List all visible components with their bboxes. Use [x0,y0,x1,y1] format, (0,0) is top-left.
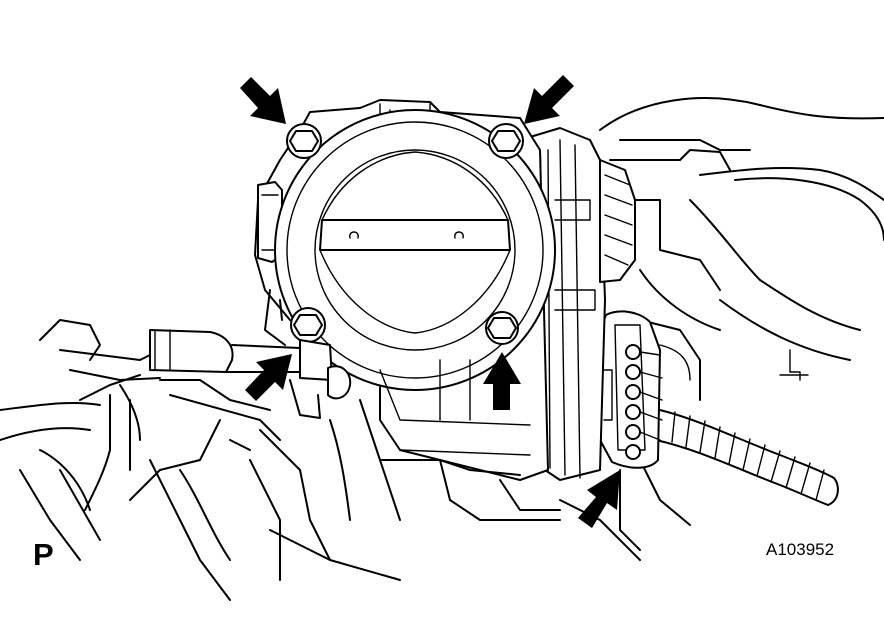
arrow-bottom-right-bolt [483,352,521,410]
throttle-motor-housing [519,127,636,481]
arrow-top-right-bolt [524,75,574,124]
bolt-top-right [488,123,524,159]
bolt-bottom-right [485,311,519,345]
intake-manifold-background [599,97,884,551]
figure-id-label: A103952 [766,540,835,559]
throttle-position-connector [599,310,691,469]
bolt-bottom-left [290,307,326,343]
callout-arrows [240,75,620,528]
arrow-top-left-bolt [240,77,286,124]
throttle-body [254,99,556,481]
bolt-top-left [286,123,322,159]
arrow-connector [578,470,620,528]
view-marker-label: P [33,537,54,572]
coolant-hoses-left [0,289,641,601]
wire-harness-corrugated-tube [655,409,839,506]
arrow-bottom-left-bolt [245,354,292,401]
throttle-body-bolts [286,123,524,345]
connector-terminals [625,344,663,460]
